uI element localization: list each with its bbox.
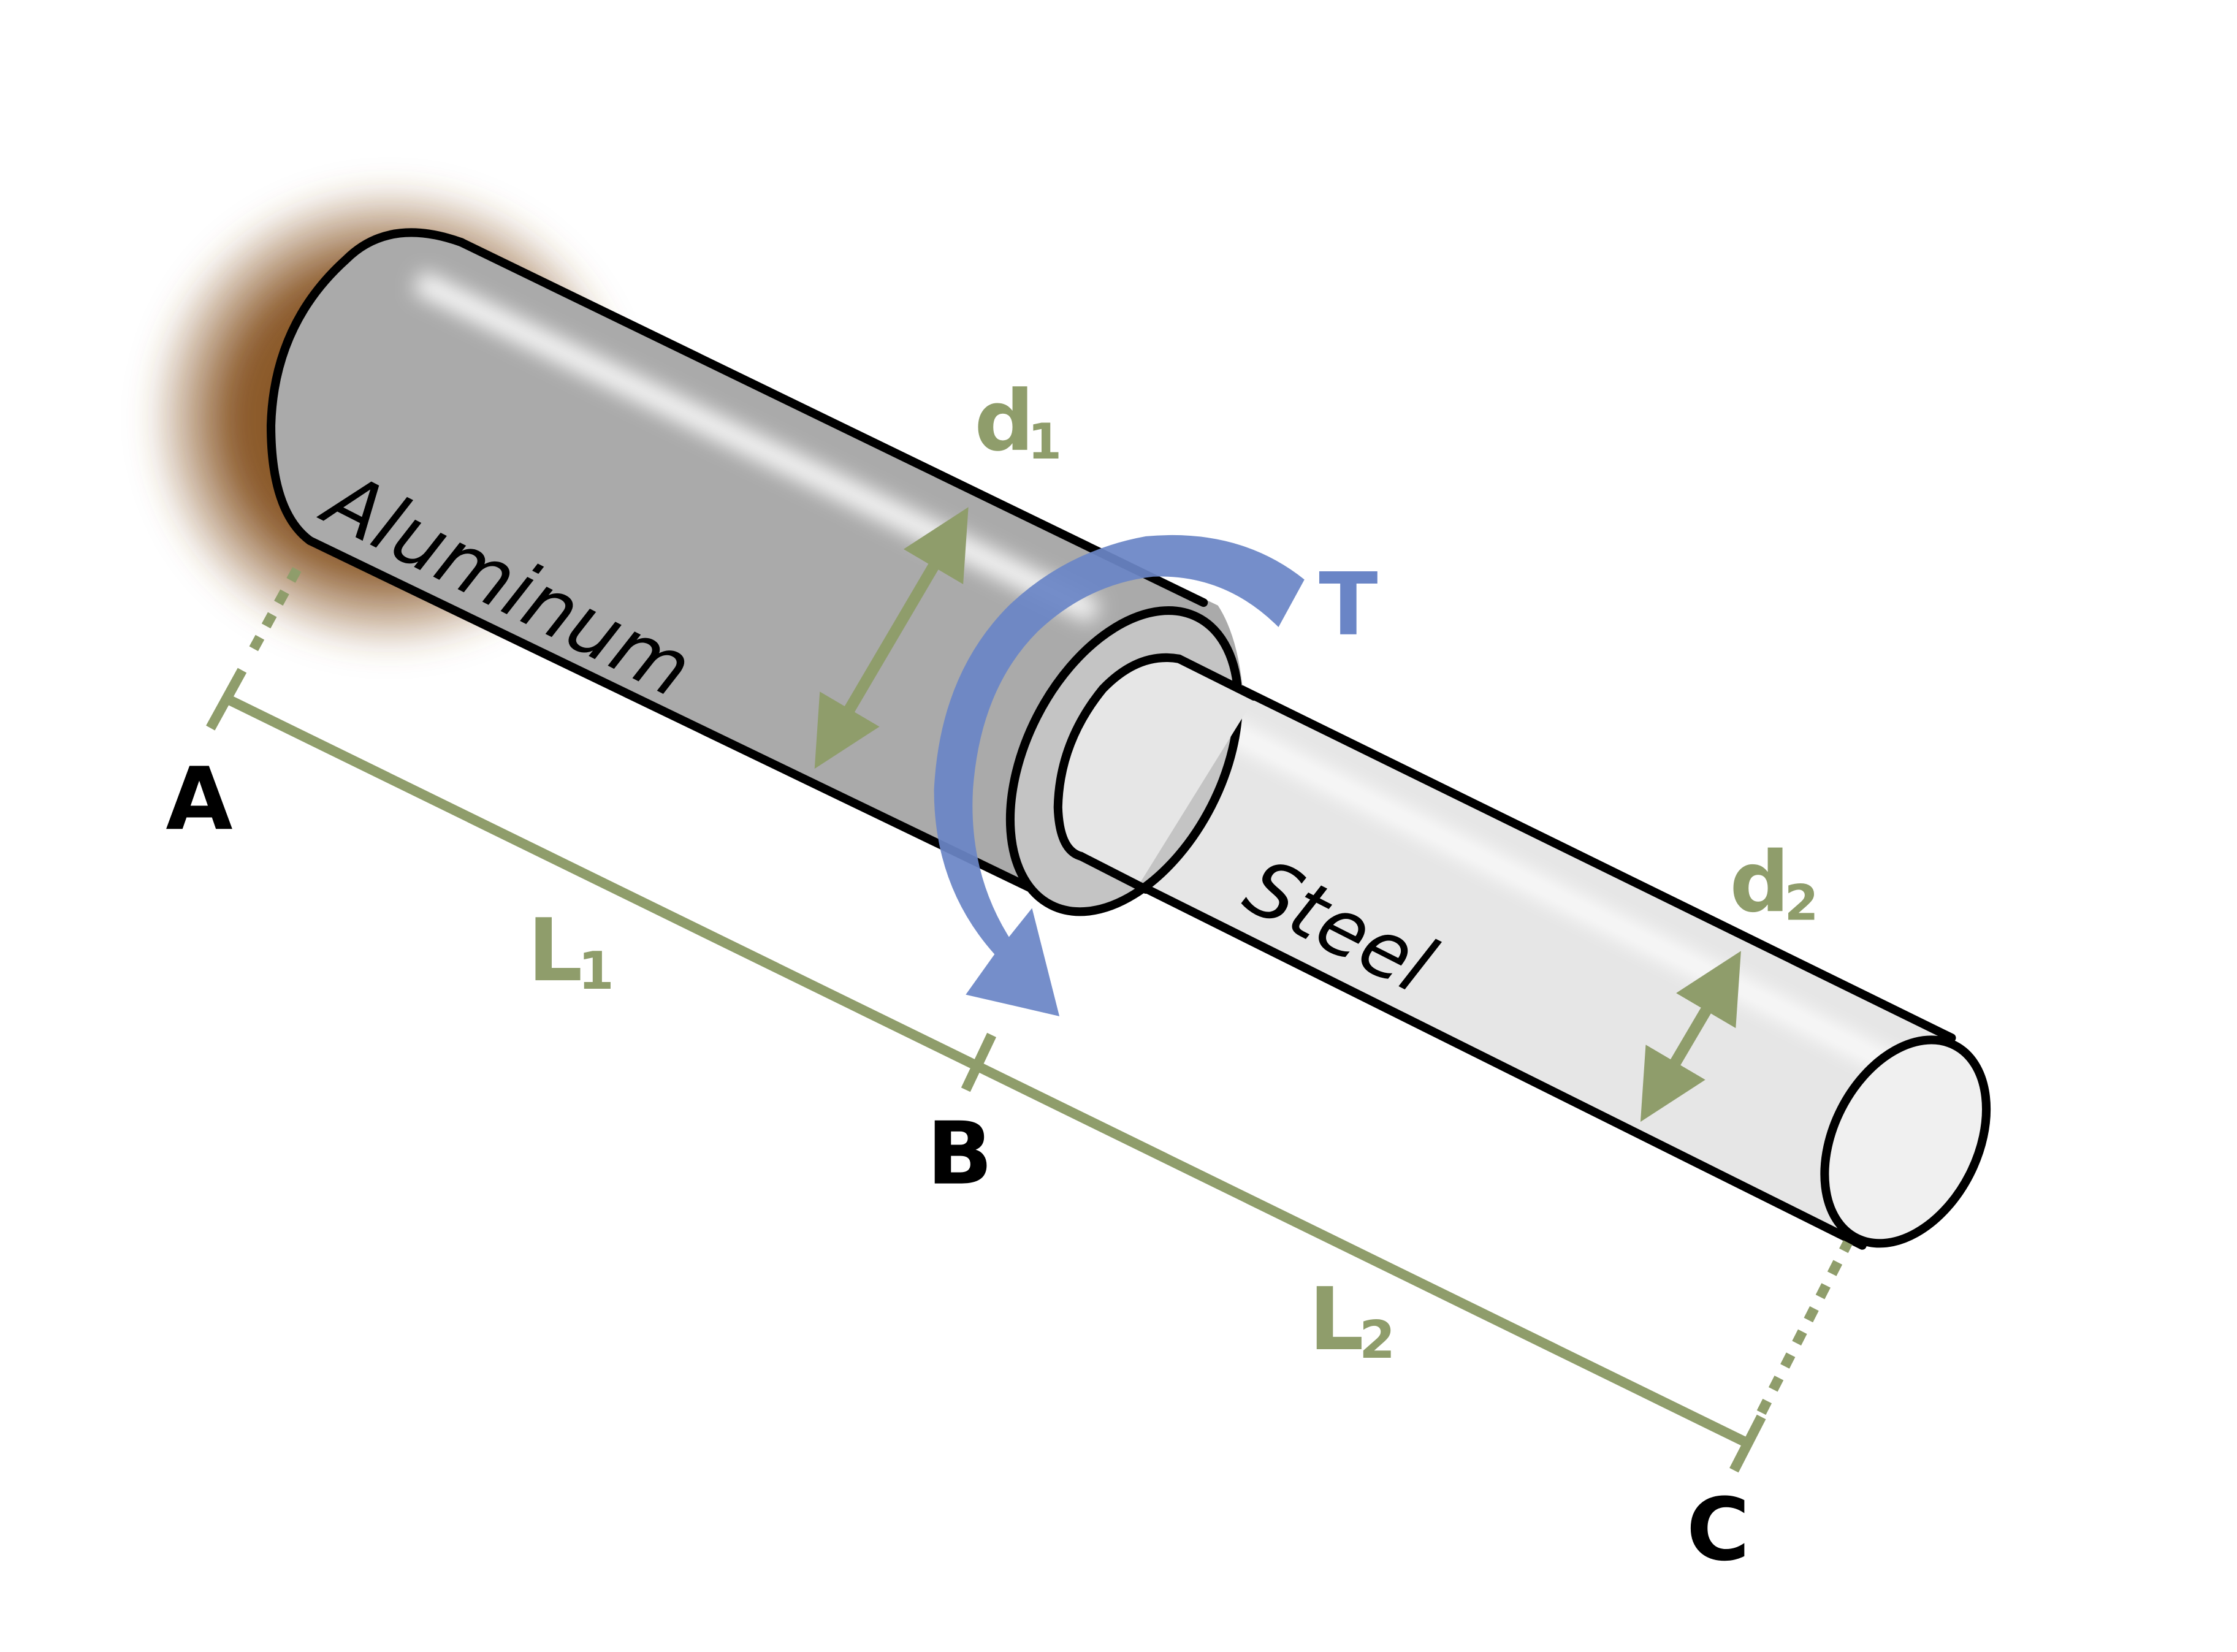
aluminum-shaft-top-edge [457,238,1208,607]
aluminum-shaft-highlight [413,270,1101,623]
steel-shaft-bottom-edge-near [1077,851,1151,894]
steel-shaft-highlight [1177,697,1915,1083]
dimension-baseline [225,695,1750,1448]
d2-label: d 2 [1729,834,1818,931]
steel-shaft-emergence-outline [1053,653,1184,861]
tick-b [961,1032,997,1092]
point-a-label: A [166,749,232,850]
torque-label: T [1319,555,1378,655]
length-dimension-line [206,567,1853,1473]
tick-a [206,668,247,731]
tick-c [1729,1414,1766,1473]
d2-dimension-arrow [1640,951,1741,1122]
aluminum-shaft-end [266,228,466,546]
steel-shaft-top-edge [1175,654,1956,1043]
l2-label: L 2 [1309,1269,1395,1370]
steel-shaft-emergence [1058,657,1254,885]
steel-shaft-top-edge-near [1175,654,1259,701]
d1-dimension-arrow [814,507,969,769]
point-b-label: B [927,1104,993,1205]
steel-shaft-end-face [1820,1035,1991,1248]
d1-label: d 1 [974,373,1063,470]
torque-arrow-band [934,535,1305,1016]
l1-label: L 1 [528,900,614,1001]
steel-shaft-bottom-edge [1077,851,1867,1250]
point-c-label: C [1686,1480,1750,1580]
torque-arrow: T [934,535,1378,1016]
aluminum-shaft-body [269,235,1243,912]
extension-line-c [1756,1240,1853,1415]
